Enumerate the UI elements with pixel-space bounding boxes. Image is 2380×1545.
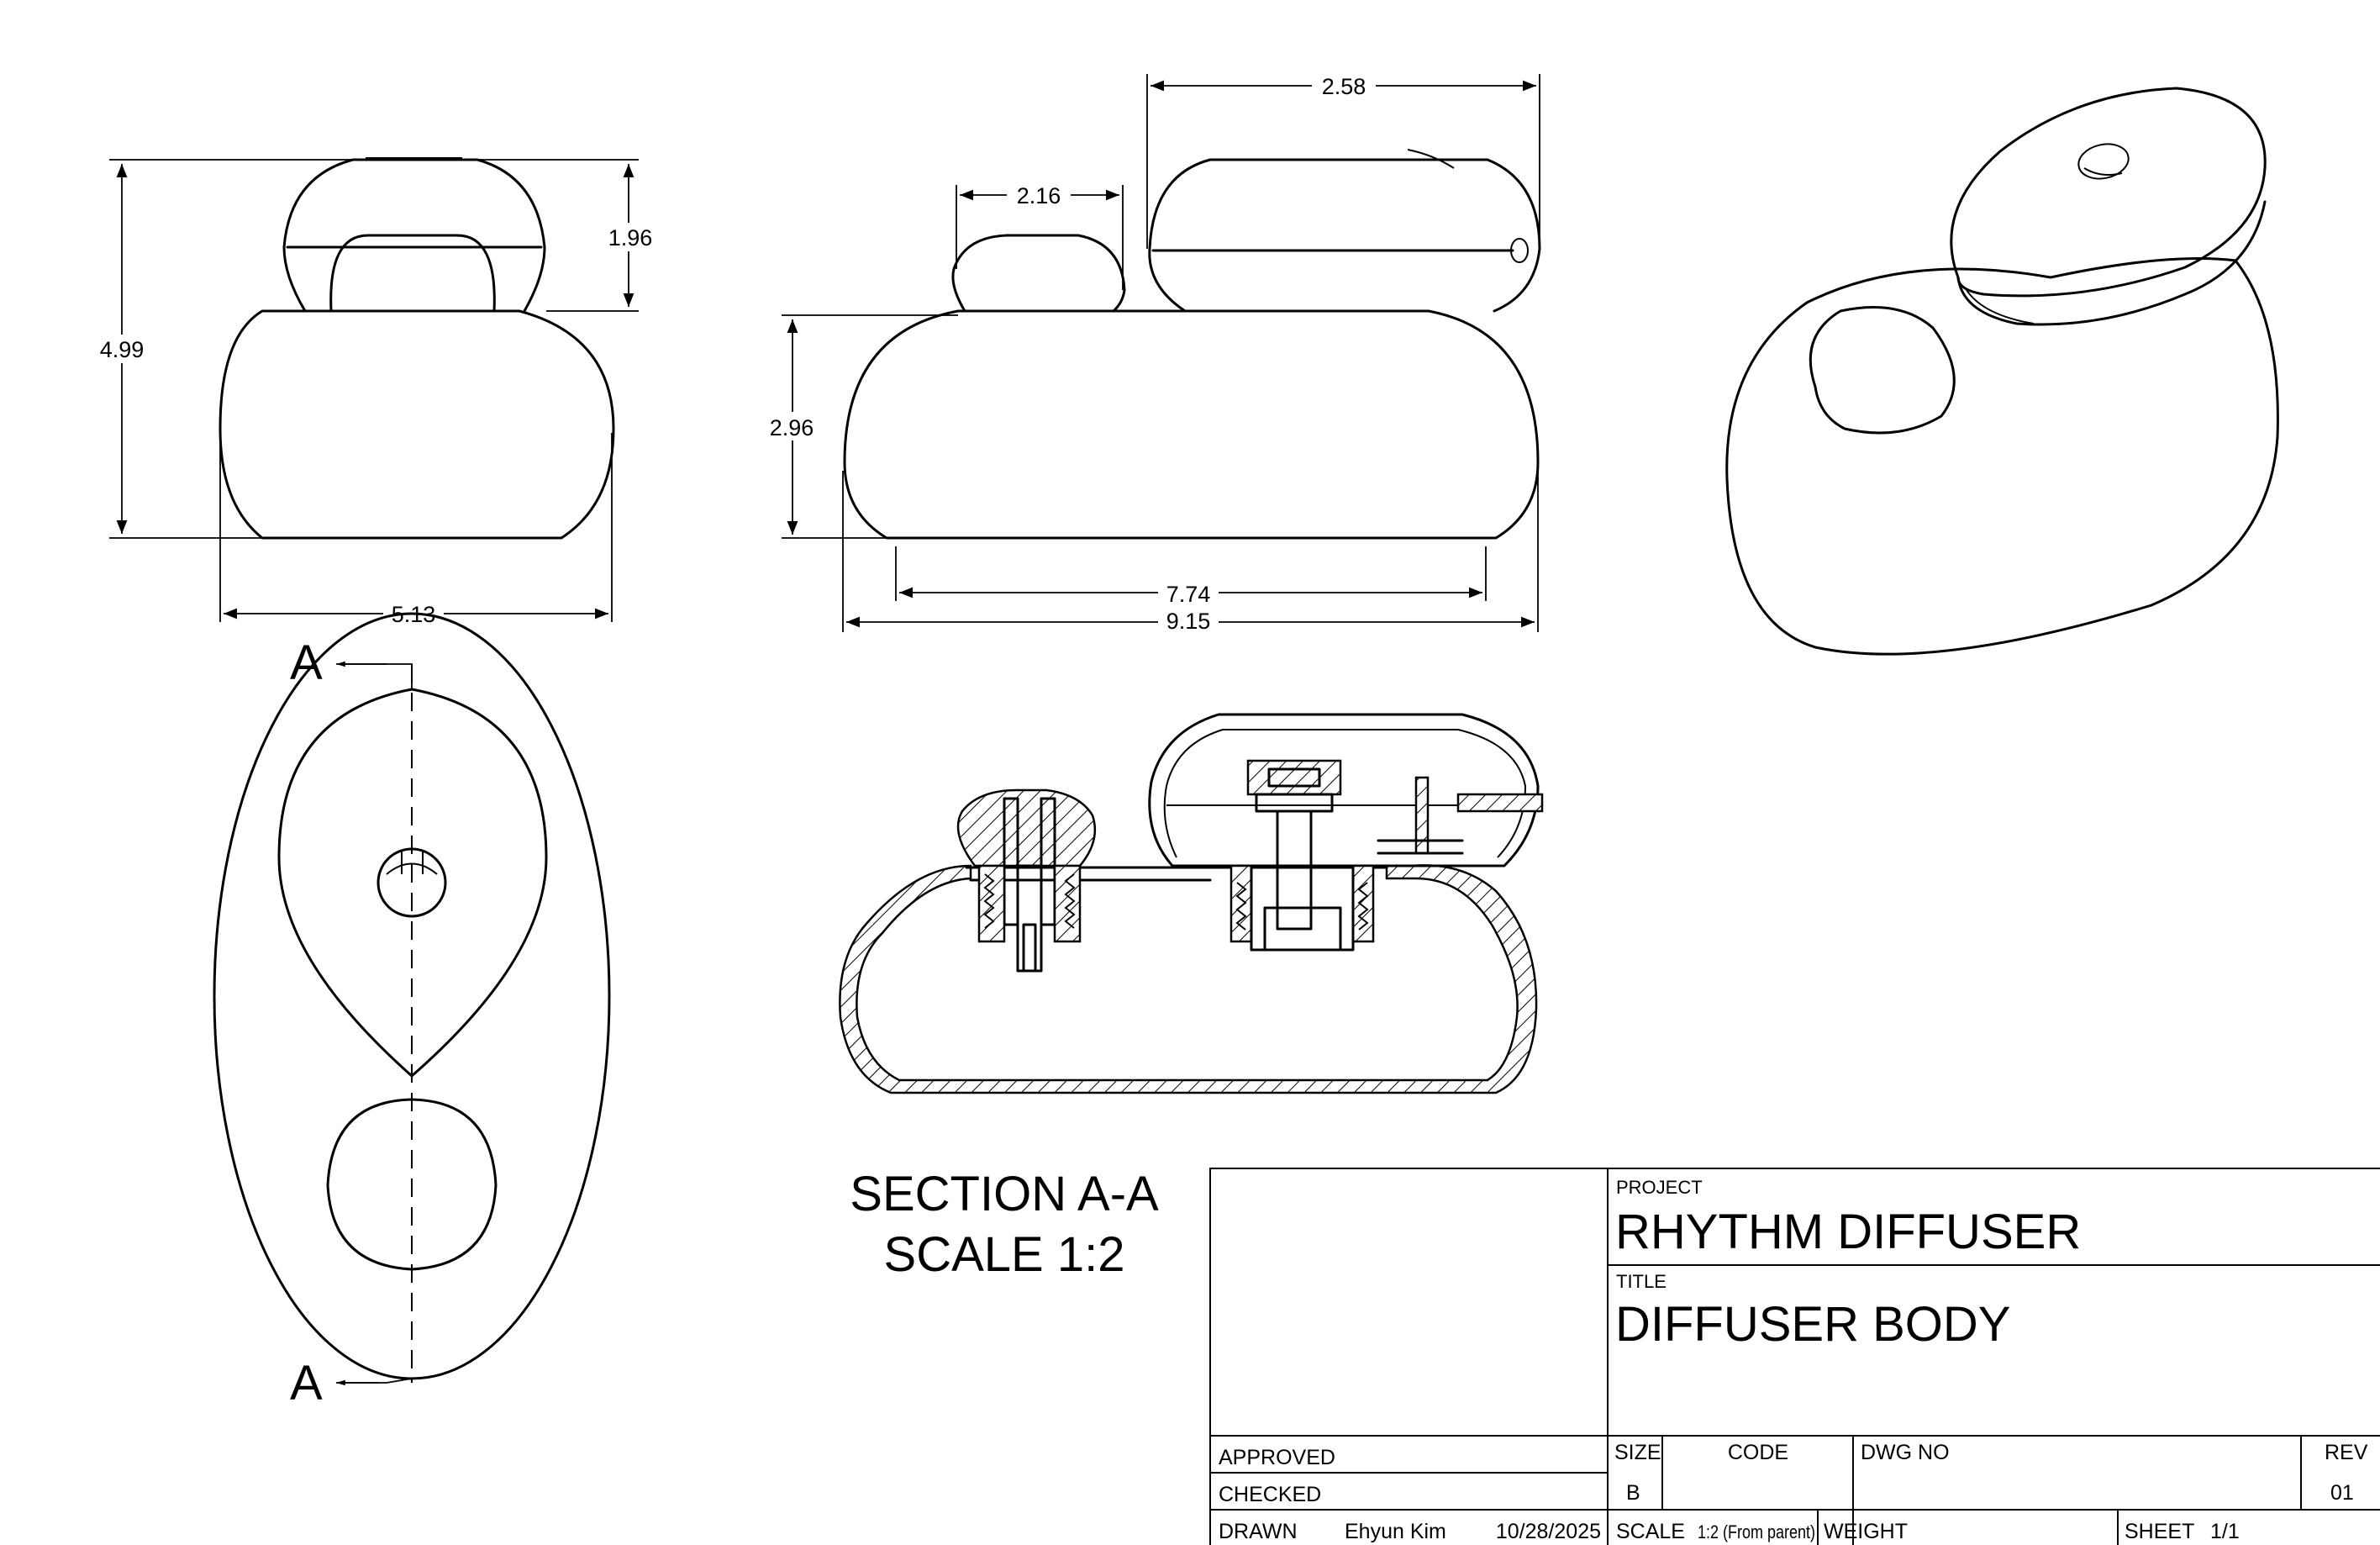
section-view [839, 713, 1544, 1094]
drawn-label: DRAWN [1219, 1520, 1298, 1543]
isometric-view [1725, 87, 2279, 656]
section-shell [839, 864, 1538, 1094]
side-large-cap [1148, 158, 1541, 313]
checked-label: CHECKED [1219, 1483, 1321, 1506]
code-label: CODE [1728, 1441, 1788, 1464]
section-small-cap [956, 788, 1097, 867]
iso-body-outline [1725, 257, 2279, 656]
side-view: 2.96 2.16 2.58 7.74 9.15 [761, 71, 1541, 634]
title-block: PROJECT RHYTHM DIFFUSER TITLE DIFFUSER B… [1209, 1168, 2380, 1545]
sheet-value: 1/1 [2210, 1520, 2240, 1543]
drawing-title: DIFFUSER BODY [1615, 1297, 2011, 1352]
dim-side-inner-length: 7.74 [1166, 582, 1211, 607]
section-marker-bottom: A [290, 1356, 323, 1411]
dim-side-body-height: 2.96 [770, 415, 814, 440]
front-body-outline [219, 309, 615, 540]
project-name: RHYTHM DIFFUSER [1615, 1205, 2081, 1259]
weight-label: WEIGHT [1824, 1520, 1908, 1543]
section-title: SECTION A-A [850, 1167, 1159, 1221]
section-marker-top: A [290, 635, 323, 690]
side-body-outline [843, 309, 1540, 540]
front-view: 4.99 1.96 5.13 [84, 157, 660, 627]
dim-front-cap-height: 1.96 [608, 225, 653, 250]
scale-label: SCALE [1616, 1520, 1685, 1543]
dim-side-overall-length: 9.15 [1166, 609, 1211, 634]
side-small-cap [951, 234, 1126, 313]
size-value: B [1626, 1481, 1640, 1505]
size-label: SIZE [1614, 1441, 1661, 1464]
dwg-no-label: DWG NO [1861, 1441, 1950, 1464]
section-scale: SCALE 1:2 [884, 1227, 1125, 1282]
project-label: PROJECT [1616, 1177, 1703, 1198]
iso-cap-top [1950, 87, 2267, 298]
rev-label: REV [2325, 1441, 2368, 1464]
scale-value: 1:2 (From parent) [1698, 1521, 1815, 1542]
dim-front-height: 4.99 [100, 337, 145, 362]
approved-label: APPROVED [1219, 1446, 1335, 1469]
drawn-by: Ehyun Kim [1345, 1520, 1446, 1543]
front-knob-outline [329, 234, 496, 313]
drawn-date: 10/28/2025 [1496, 1520, 1601, 1543]
dim-side-small-cap-width: 2.16 [1017, 183, 1061, 208]
rev-value: 01 [2330, 1481, 2354, 1505]
sheet-label: SHEET [2125, 1520, 2194, 1543]
title-label: TITLE [1616, 1271, 1667, 1292]
section-large-cap [1148, 713, 1540, 867]
iso-knob [1809, 306, 1956, 435]
top-view: A A [213, 612, 611, 1411]
front-cap-outline [282, 158, 546, 313]
dim-side-large-cap-width: 2.58 [1322, 74, 1366, 99]
